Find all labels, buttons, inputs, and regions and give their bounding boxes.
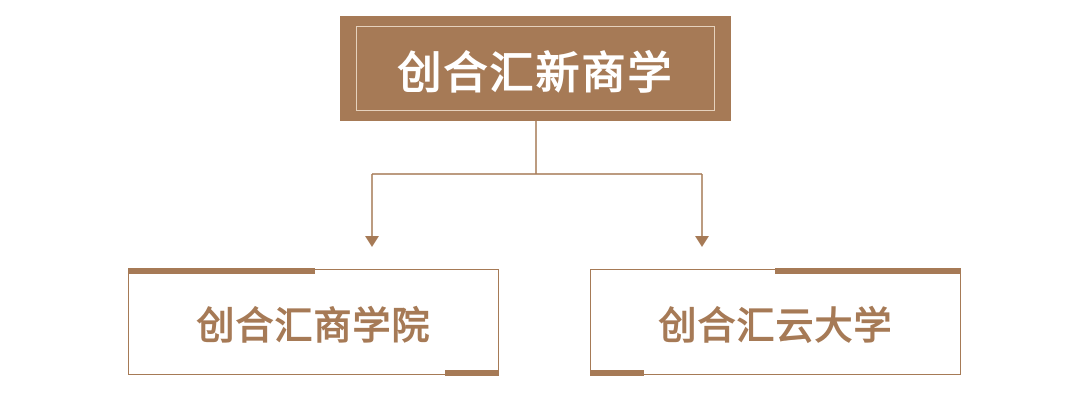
accent-bar-top-right [775, 268, 961, 274]
root-node: 创合汇新商学 [340, 16, 731, 121]
accent-bar-bottom-left [590, 370, 644, 376]
child-node-left: 创合汇商学院 [128, 268, 499, 376]
left-arrowhead [365, 236, 379, 247]
accent-bar-top-left [128, 268, 315, 274]
child-node-right: 创合汇云大学 [590, 268, 961, 376]
child-node-right-label: 创合汇云大学 [658, 303, 893, 348]
accent-bar-bottom-right [445, 370, 499, 376]
root-node-inner-frame: 创合汇新商学 [356, 26, 715, 111]
child-node-left-label: 创合汇商学院 [196, 303, 431, 348]
root-node-label: 创合汇新商学 [397, 47, 674, 99]
right-arrowhead [695, 236, 709, 247]
